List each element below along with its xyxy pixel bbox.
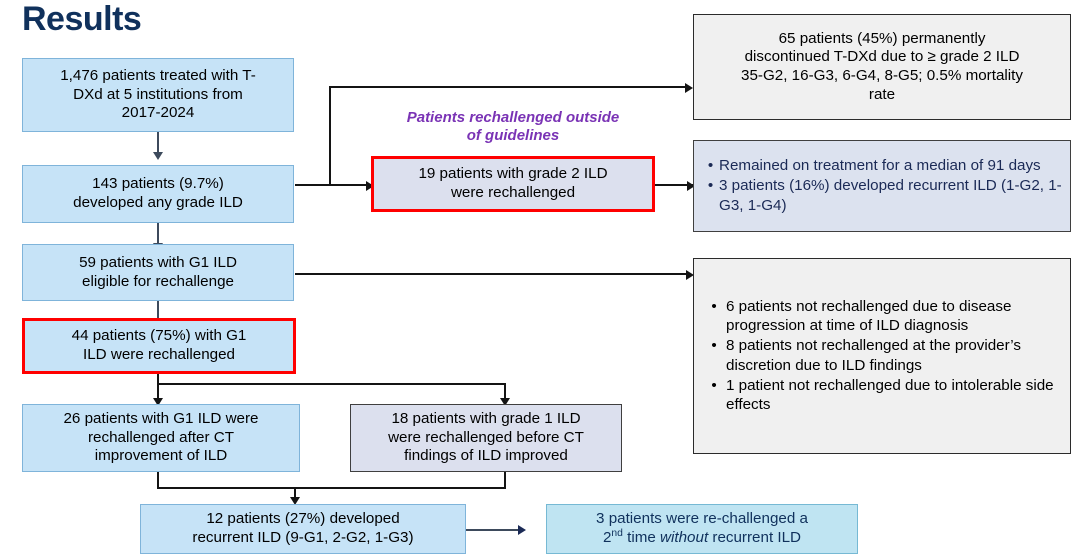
node-discontinued-line1: 65 patients (45%) permanently — [778, 29, 986, 47]
node-g1-eligible-line1: 59 patients with G1 ILD — [79, 253, 237, 271]
node-after-ct-line1: 26 patients with G1 ILD were — [63, 410, 259, 428]
second-line-end: recurrent ILD — [708, 529, 802, 547]
node-recurrent-ild[interactable]: 12 patients (27%) developed recurrent IL… — [140, 504, 466, 554]
node-after-ct-line3: improvement of ILD — [94, 447, 228, 465]
node-before-ct-line1: 18 patients with grade 1 ILD — [391, 410, 581, 428]
node-any-ild[interactable]: 143 patients (9.7%) developed any grade … — [22, 165, 294, 223]
connector-merge-to-recurrent — [294, 487, 296, 501]
ordinal-suffix: nd — [611, 528, 623, 540]
bullet-icon: • — [711, 376, 717, 394]
list-item: • 3 patients (16%) developed recurrent I… — [702, 176, 1064, 214]
second-line-italic: without — [660, 529, 709, 547]
caption-line1: Patients rechallenged outside — [406, 109, 620, 126]
arrowhead-merge-to-recurrent — [290, 497, 300, 505]
node-g1-rechallenged[interactable]: 44 patients (75%) with G1 ILD were recha… — [22, 318, 296, 374]
connector-anyild-riser — [329, 86, 331, 186]
node-after-ct[interactable]: 26 patients with G1 ILD were rechallenge… — [22, 404, 300, 472]
connector-split-to-beforect — [504, 383, 506, 406]
arrowhead-split-to-beforect — [500, 398, 510, 406]
node-g1-eligible-line2: eligible for rechallenge — [82, 272, 234, 290]
arrowhead-g1rechallenged-to-afterct — [153, 398, 163, 406]
node-cohort-line3: 2017-2024 — [121, 104, 195, 122]
node-any-ild-line1: 143 patients (9.7%) — [92, 175, 224, 193]
node-before-ct[interactable]: 18 patients with grade 1 ILD were rechal… — [350, 404, 622, 472]
list-item-text: 3 patients (16%) developed recurrent ILD… — [719, 177, 1062, 214]
node-not-rechallenged[interactable]: • 6 patients not rechallenged due to dis… — [693, 258, 1071, 454]
caption-line2: of guidelines — [466, 127, 560, 145]
connector-g2-to-outcomes — [655, 184, 693, 186]
arrowhead-cohort-to-anyild — [153, 152, 163, 160]
arrowhead-to-g2rechallenged — [366, 181, 374, 191]
connector-to-discontinued — [329, 86, 689, 88]
node-g1-eligible[interactable]: 59 patients with G1 ILD eligible for rec… — [22, 244, 294, 301]
arrowhead-g2-to-outcomes — [687, 181, 695, 191]
node-discontinued[interactable]: 65 patients (45%) permanently discontinu… — [693, 14, 1071, 120]
connector-g1rechallenged-down — [157, 373, 159, 406]
connector-g1eligible-to-g1rechallenged — [157, 300, 159, 322]
node-g2-rechallenged-line2: were rechallenged — [450, 184, 576, 201]
node-recurrent-line2: recurrent ILD (9-G1, 2-G2, 1-G3) — [192, 529, 414, 546]
arrowhead-to-notrechallenged — [686, 270, 694, 280]
list-item-text: 8 patients not rechallenged at the provi… — [726, 337, 1021, 374]
node-discontinued-line3: 35-G2, 16-G3, 6-G4, 8-G5; 0.5% mortality — [741, 67, 1023, 84]
connector-g1eligible-right — [295, 273, 691, 275]
node-discontinued-line2: discontinued T-DXd due to ≥ grade 2 ILD — [744, 48, 1020, 66]
connector-merge-horizontal — [157, 487, 506, 489]
connector-beforect-down — [504, 471, 506, 488]
node-second-rechallenge-line1: 3 patients were re-challenged a — [596, 509, 808, 527]
second-line-mid: time — [622, 529, 661, 547]
node-after-ct-line2: rechallenged after CT — [87, 428, 235, 446]
bullet-icon: • — [711, 298, 717, 316]
connector-split-horizontal — [157, 383, 506, 385]
arrowhead-to-discontinued — [685, 83, 693, 93]
node-second-rechallenge-line2: 2nd time without recurrent ILD — [553, 528, 851, 548]
node-recurrent-line1: 12 patients (27%) developed — [206, 510, 400, 528]
node-any-ild-line2: developed any grade ILD — [73, 194, 243, 211]
node-g2-rechallenged[interactable]: 19 patients with grade 2 ILD were rechal… — [371, 156, 655, 212]
node-cohort-line2: DXd at 5 institutions from — [73, 85, 243, 103]
arrowhead-recurrent-to-second — [518, 525, 526, 535]
connector-to-g2rechallenged — [329, 184, 371, 186]
node-cohort[interactable]: 1,476 patients treated with T- DXd at 5 … — [22, 58, 294, 132]
list-item-text: 1 patient not rechallenged due to intole… — [726, 376, 1054, 413]
node-before-ct-line2: were rechallenged before CT — [388, 428, 584, 446]
connector-cohort-to-anyild — [157, 131, 159, 155]
connector-anyild-right — [295, 184, 331, 186]
list-item-text: Remained on treatment for a median of 91… — [719, 157, 1041, 175]
not-rechallenged-list: • 6 patients not rechallenged due to dis… — [700, 297, 1064, 415]
node-discontinued-line4: rate — [868, 85, 896, 103]
node-cohort-line1: 1,476 patients treated with T- — [60, 67, 256, 85]
node-before-ct-line3: findings of ILD improved — [404, 447, 568, 465]
node-second-rechallenge[interactable]: 3 patients were re-challenged a 2nd time… — [546, 504, 858, 554]
page-title: Results — [22, 0, 142, 38]
node-g1-rechallenged-line2: ILD were rechallenged — [83, 346, 235, 363]
connector-anyild-to-g1eligible — [157, 223, 159, 247]
g2-outcomes-list: • Remained on treatment for a median of … — [700, 156, 1064, 215]
list-item: • 8 patients not rechallenged at the pro… — [702, 336, 1064, 374]
list-item: • 1 patient not rechallenged due to into… — [702, 376, 1064, 414]
list-item: • Remained on treatment for a median of … — [702, 156, 1064, 175]
bullet-icon: • — [707, 177, 714, 195]
list-item: • 6 patients not rechallenged due to dis… — [702, 297, 1064, 335]
caption-outside-guidelines: Patients rechallenged outside of guideli… — [371, 109, 655, 146]
connector-afterct-down — [157, 471, 159, 488]
list-item-text: 6 patients not rechallenged due to disea… — [726, 298, 1012, 335]
ordinal-number: 2 — [602, 529, 612, 547]
node-g2-rechallenged-line1: 19 patients with grade 2 ILD — [418, 165, 608, 183]
bullet-icon: • — [707, 157, 714, 175]
node-g1-rechallenged-line1: 44 patients (75%) with G1 — [71, 327, 247, 345]
bullet-icon: • — [711, 337, 717, 355]
node-g2-outcomes[interactable]: • Remained on treatment for a median of … — [693, 140, 1071, 232]
connector-recurrent-to-second — [466, 529, 522, 531]
